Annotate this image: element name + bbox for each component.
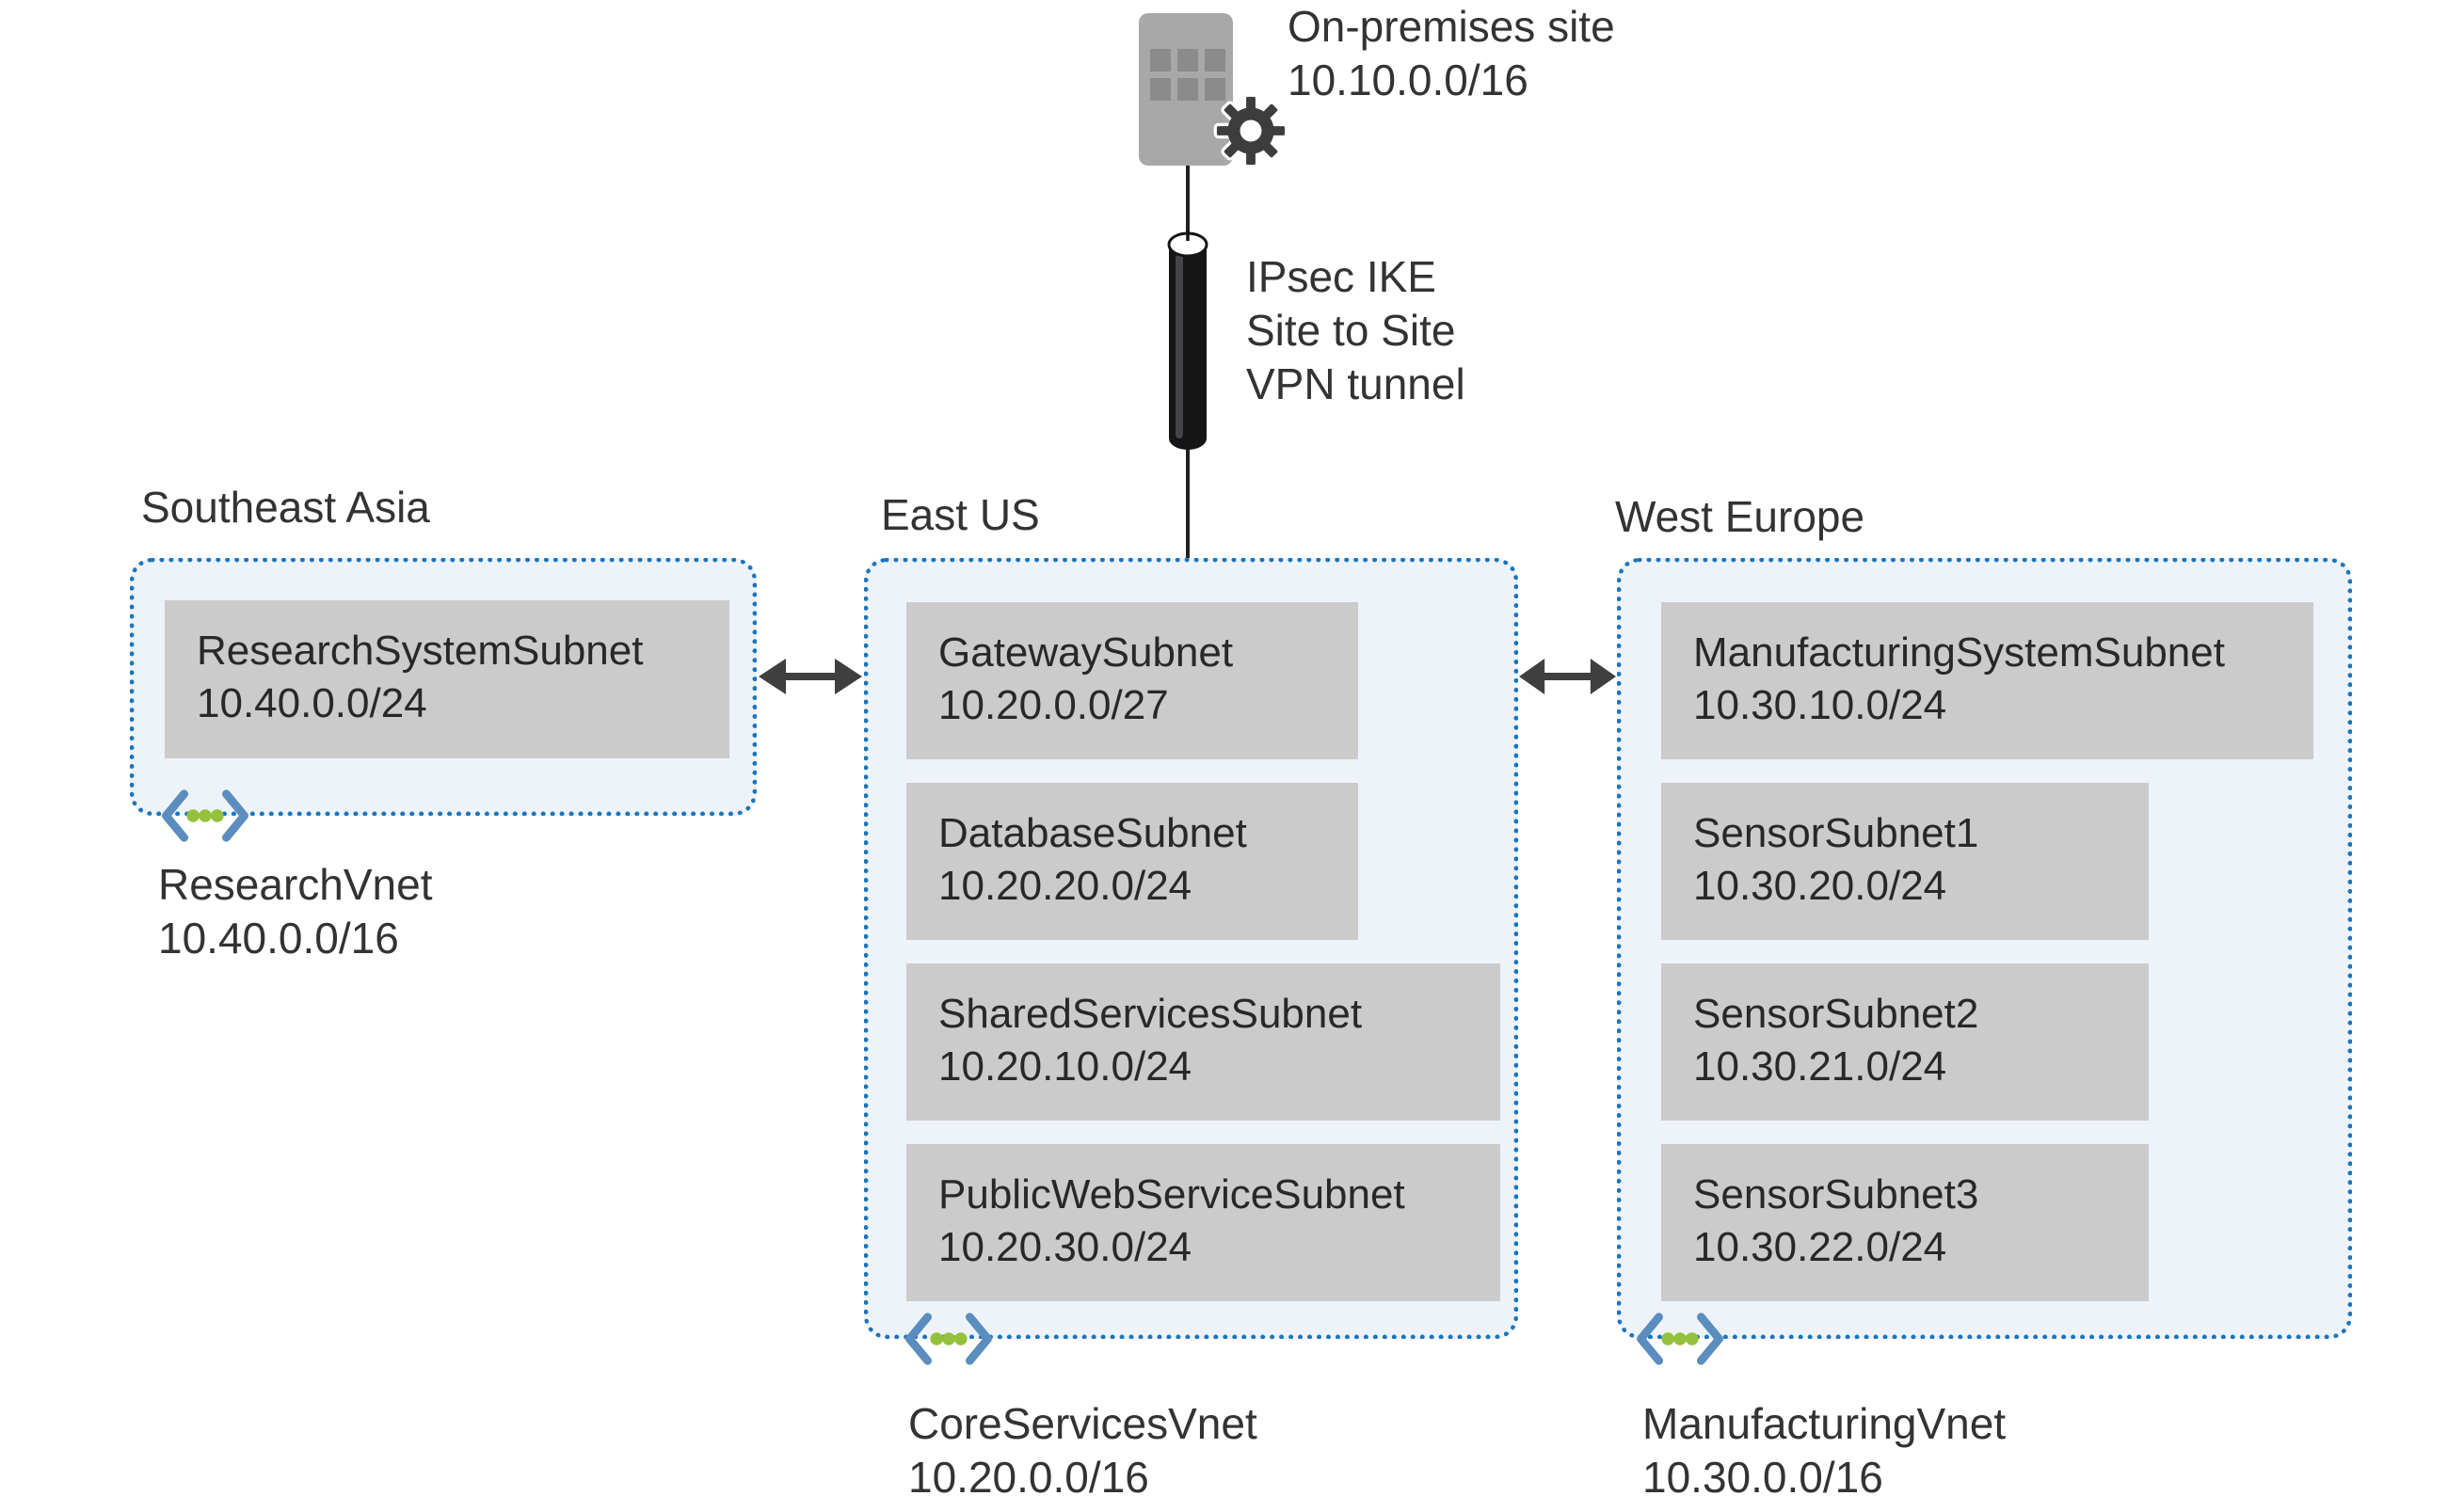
subnet-cidr: 10.20.10.0/24 — [938, 1043, 1192, 1090]
subnet-name: SensorSubnet1 — [1693, 810, 1979, 856]
subnet-cidr: 10.30.21.0/24 — [1693, 1043, 1947, 1090]
subnet-cidr: 10.30.10.0/24 — [1693, 682, 1947, 728]
vnet-label-coreservicesvnet: CoreServicesVnet 10.20.0.0/16 — [908, 1397, 1257, 1496]
vnet-name: ResearchVnet — [158, 860, 433, 909]
vpn-label-line2: Site to Site — [1246, 306, 1456, 355]
vpn-label-line1: IPsec IKE — [1246, 252, 1436, 301]
subnet-name: GatewaySubnet — [938, 629, 1234, 676]
on-premises-cidr: 10.10.0.0/16 — [1288, 56, 1528, 104]
subnet-box-sensorsubnet2: SensorSubnet2 10.30.21.0/24 — [1661, 963, 2149, 1121]
region-label-east-us: East US — [881, 490, 1040, 539]
subnet-box-databasesubnet: DatabaseSubnet 10.20.20.0/24 — [906, 783, 1358, 940]
subnet-box-gatewaysubnet: GatewaySubnet 10.20.0.0/27 — [906, 602, 1358, 759]
vnet-box-coreservicesvnet: GatewaySubnet 10.20.0.0/27 DatabaseSubne… — [864, 558, 1518, 1339]
vnet-box-researchvnet: ResearchSystemSubnet 10.40.0.0/24 — [130, 558, 757, 816]
vpn-tunnel-icon — [1167, 230, 1208, 450]
vnet-name: CoreServicesVnet — [908, 1399, 1257, 1448]
vnet-cidr: 10.40.0.0/16 — [158, 914, 399, 963]
subnet-box-researchsystemsubnet: ResearchSystemSubnet 10.40.0.0/24 — [165, 600, 729, 758]
subnet-name: PublicWebServiceSubnet — [938, 1171, 1405, 1217]
subnet-name: SharedServicesSubnet — [938, 991, 1363, 1037]
building-windows — [1150, 49, 1225, 101]
subnet-cidr: 10.20.30.0/24 — [938, 1224, 1192, 1270]
vnet-label-manufacturingvnet: ManufacturingVnet 10.30.0.0/16 — [1642, 1397, 2006, 1496]
region-label-west-europe: West Europe — [1615, 492, 1865, 541]
on-premises-building-icon — [1139, 13, 1233, 166]
vnet-cidr: 10.20.0.0/16 — [908, 1453, 1149, 1496]
vnet-label-researchvnet: ResearchVnet 10.40.0.0/16 — [158, 858, 433, 965]
on-premises-title: On-premises site — [1288, 2, 1615, 51]
subnet-cidr: 10.30.22.0/24 — [1693, 1224, 1947, 1270]
vpn-label-line3: VPN tunnel — [1246, 359, 1465, 408]
subnet-box-sharedservicessubnet: SharedServicesSubnet 10.20.10.0/24 — [906, 963, 1500, 1121]
subnet-box-sensorsubnet3: SensorSubnet3 10.30.22.0/24 — [1661, 1144, 2149, 1301]
subnet-cidr: 10.40.0.0/24 — [197, 680, 427, 726]
subnet-name: DatabaseSubnet — [938, 810, 1247, 856]
peering-arrow-icon — [1519, 659, 1616, 694]
vnet-icon — [905, 1313, 992, 1365]
subnet-name: SensorSubnet3 — [1693, 1171, 1979, 1217]
region-label-southeast-asia: Southeast Asia — [141, 483, 430, 532]
vnet-cidr: 10.30.0.0/16 — [1642, 1453, 1883, 1496]
vnet-name: ManufacturingVnet — [1642, 1399, 2007, 1448]
subnet-cidr: 10.20.20.0/24 — [938, 863, 1192, 909]
vpn-tunnel-label: IPsec IKE Site to Site VPN tunnel — [1246, 250, 1465, 411]
subnet-box-sensorsubnet1: SensorSubnet1 10.30.20.0/24 — [1661, 783, 2149, 940]
subnet-name: ResearchSystemSubnet — [197, 628, 644, 674]
subnet-box-manufacturingsystemsubnet: ManufacturingSystemSubnet 10.30.10.0/24 — [1661, 602, 2313, 759]
on-premises-label: On-premises site 10.10.0.0/16 — [1288, 0, 1615, 107]
peering-arrow-icon — [759, 659, 862, 694]
vnet-icon — [1637, 1313, 1723, 1365]
gear-icon — [1213, 93, 1288, 168]
subnet-cidr: 10.30.20.0/24 — [1693, 863, 1947, 909]
vnet-icon — [162, 789, 248, 842]
subnet-name: ManufacturingSystemSubnet — [1693, 629, 2225, 676]
subnet-cidr: 10.20.0.0/27 — [938, 682, 1169, 728]
subnet-box-publicwebservicesubnet: PublicWebServiceSubnet 10.20.30.0/24 — [906, 1144, 1500, 1301]
subnet-name: SensorSubnet2 — [1693, 991, 1979, 1037]
vnet-box-manufacturingvnet: ManufacturingSystemSubnet 10.30.10.0/24 … — [1617, 558, 2352, 1339]
